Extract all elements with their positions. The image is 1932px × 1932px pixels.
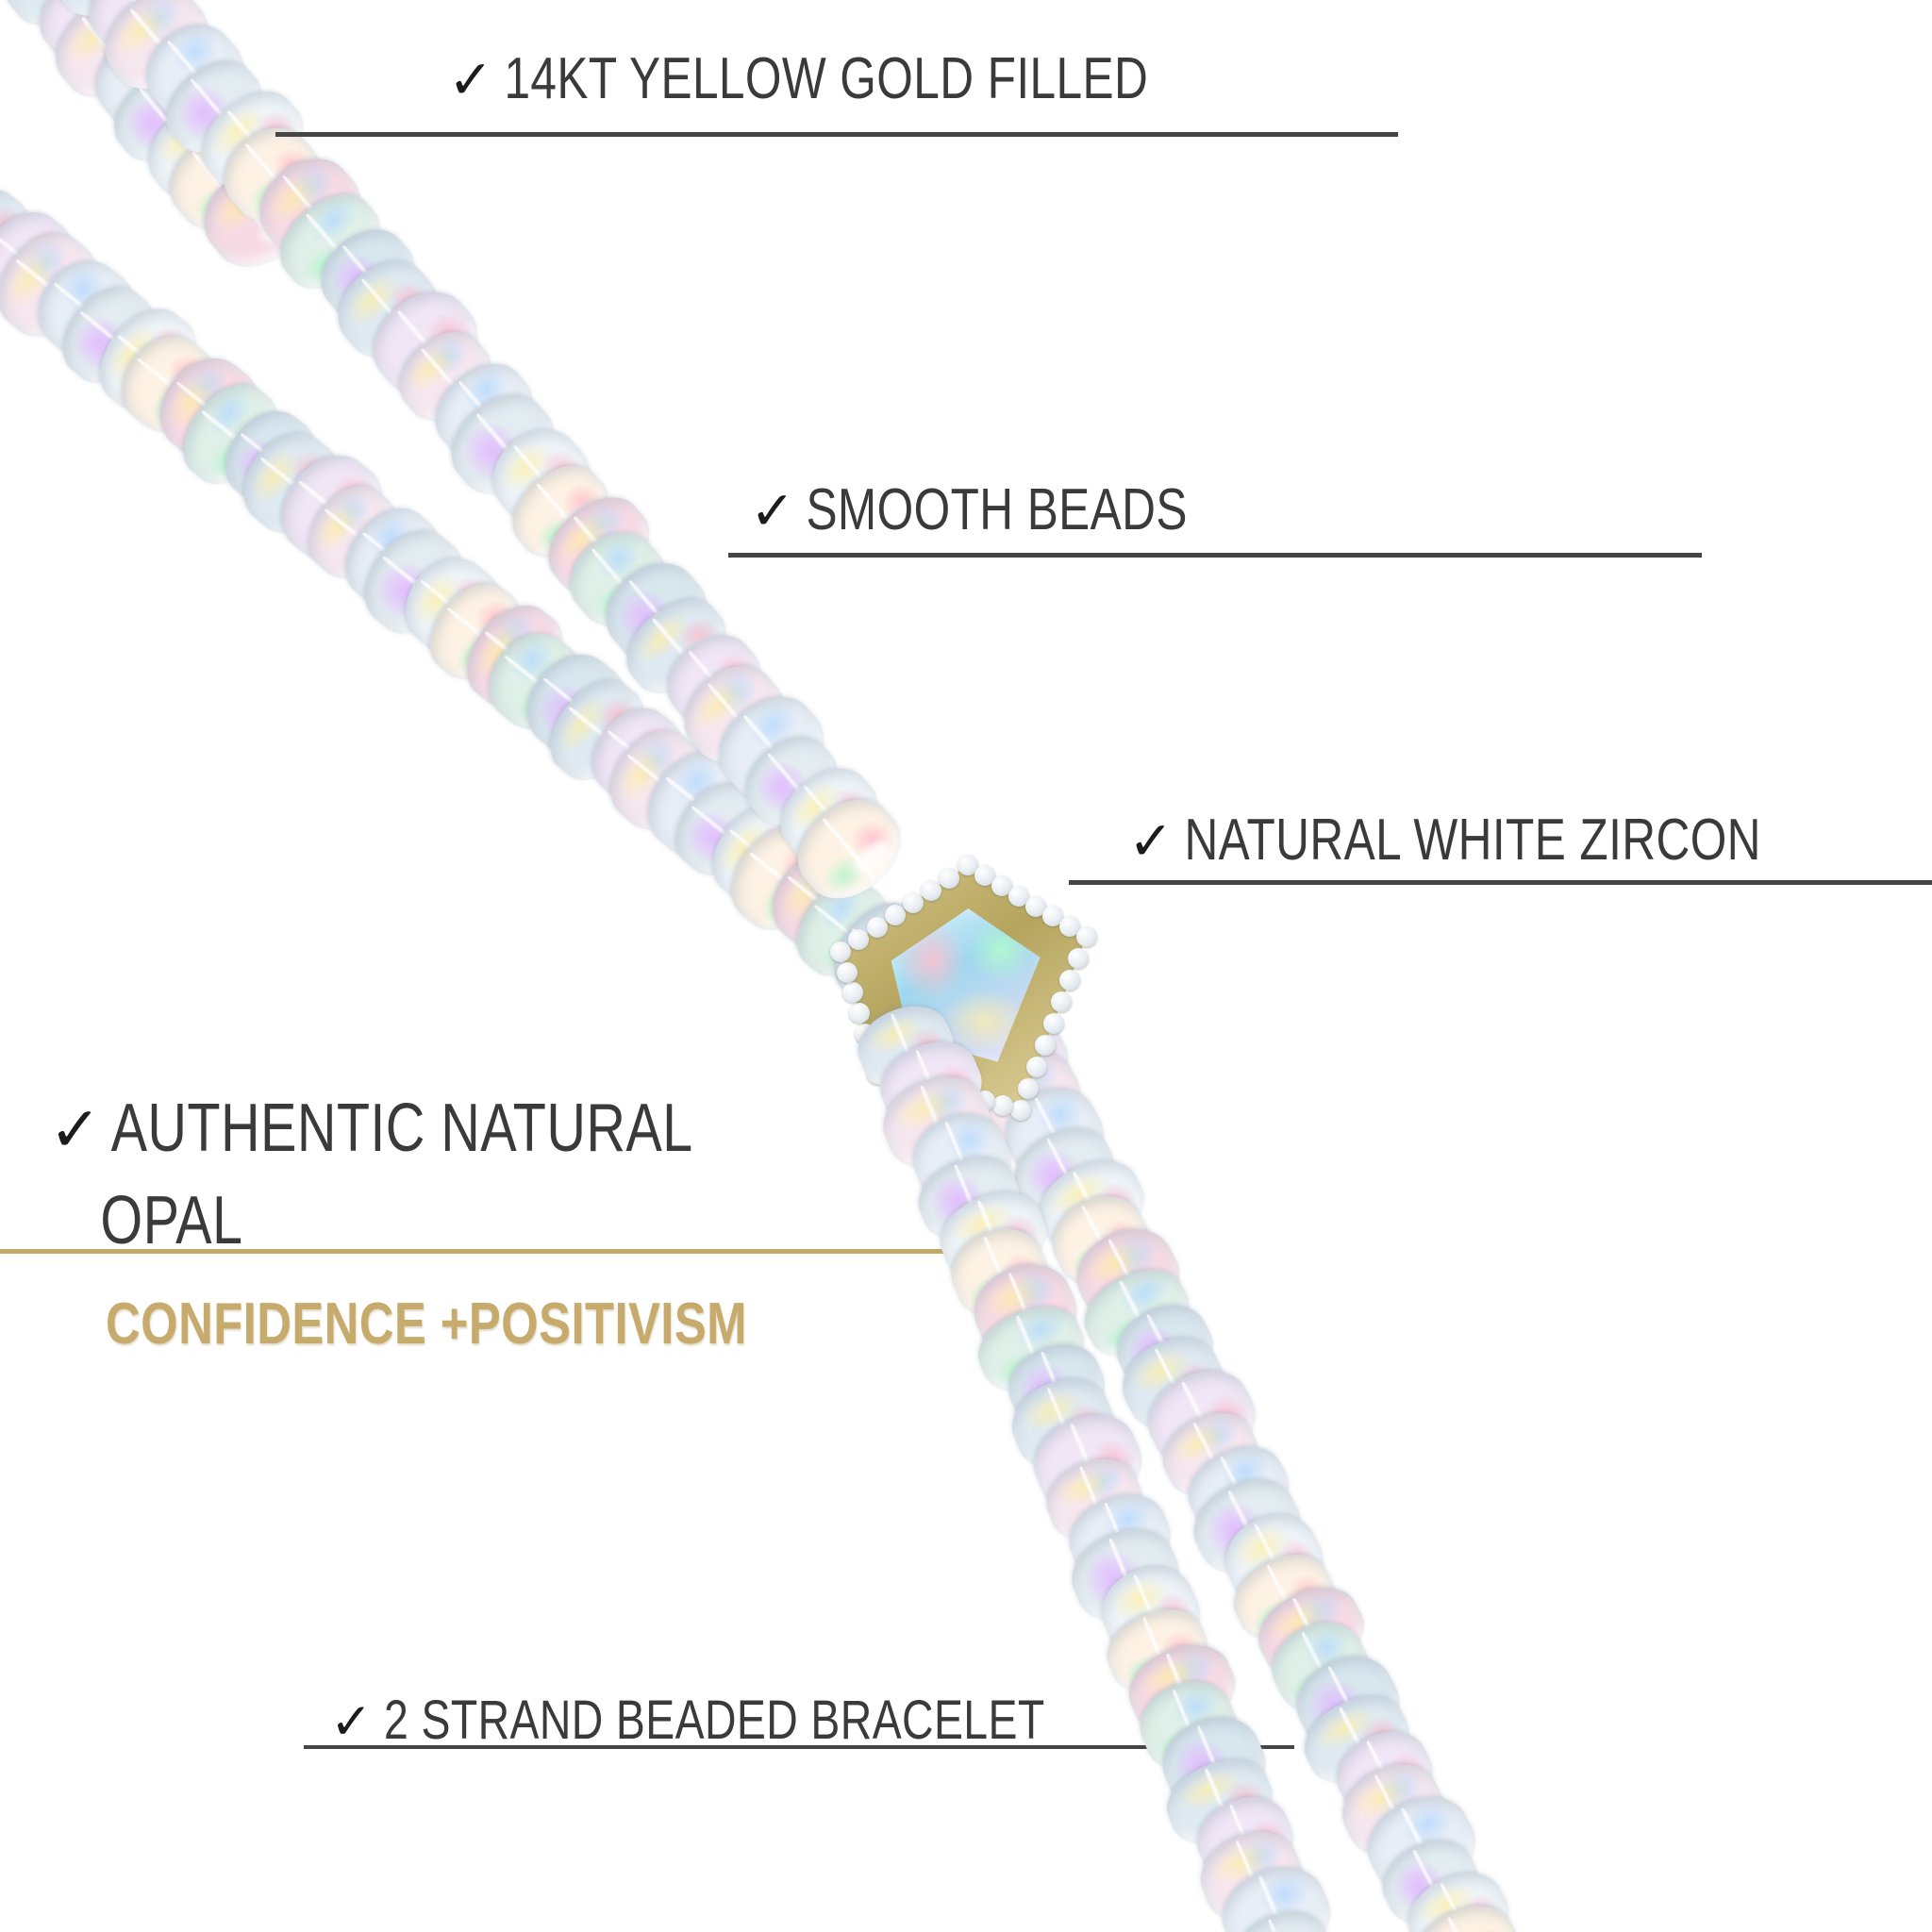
zircon-stone — [848, 1003, 870, 1024]
zircon-stone — [1041, 906, 1063, 927]
checkmark-icon: ✓ — [1128, 811, 1174, 872]
checkmark-icon: ✓ — [330, 1694, 374, 1750]
feature-label-opal: ✓AUTHENTIC NATURAL OPAL — [49, 1083, 854, 1266]
zircon-stone — [939, 867, 960, 889]
zircon-stone — [1018, 1077, 1040, 1099]
leader-line-opal-gold — [0, 1249, 964, 1254]
feature-label-zircon-text: NATURAL WHITE ZIRCON — [1184, 808, 1761, 873]
feature-label-strands-text: 2 STRAND BEADED BRACELET — [383, 1690, 1045, 1751]
zircon-stone — [884, 904, 906, 925]
feature-label-opal-line1: AUTHENTIC NATURAL — [110, 1091, 693, 1166]
zircon-stone — [1008, 885, 1029, 907]
leader-line-smooth — [728, 553, 1702, 558]
feature-label-strands: ✓2 STRAND BEADED BRACELET — [330, 1689, 1045, 1752]
zircon-stone — [1059, 969, 1081, 991]
zircon-stone — [842, 982, 864, 1004]
feature-label-smooth-text: SMOOTH BEADS — [806, 477, 1188, 542]
zircon-stone — [974, 865, 995, 887]
feature-label-gold-text: 14KT YELLOW GOLD FILLED — [504, 46, 1149, 111]
zircon-stone — [848, 929, 870, 951]
zircon-stone — [830, 941, 852, 963]
zircon-stone — [1024, 895, 1046, 917]
feature-label-zircon: ✓NATURAL WHITE ZIRCON — [1128, 807, 1761, 874]
zircon-stone — [903, 891, 924, 913]
leader-line-strands — [304, 1745, 1294, 1749]
zircon-stone — [1042, 1012, 1064, 1034]
zircon-stone — [957, 855, 978, 876]
leader-line-gold — [275, 132, 1398, 137]
leader-line-zircon — [1069, 880, 1932, 885]
checkmark-icon: ✓ — [448, 50, 494, 110]
feature-label-opal-line1-row: ✓AUTHENTIC NATURAL — [49, 1083, 693, 1175]
zircon-stone — [1058, 916, 1080, 938]
zircon-stone — [921, 879, 942, 901]
zircon-stone — [1034, 1034, 1056, 1056]
zircon-stone — [1067, 947, 1089, 969]
zircon-stone — [1075, 926, 1097, 947]
zircon-stone — [991, 875, 1012, 896]
checkmark-icon: ✓ — [49, 1095, 102, 1165]
zircon-stone — [1026, 1056, 1048, 1077]
zircon-stone — [1009, 1099, 1031, 1121]
zircon-stone — [866, 916, 888, 938]
feature-label-smooth: ✓SMOOTH BEADS — [750, 476, 1188, 543]
zircon-stone — [991, 1094, 1013, 1116]
tagline-text: CONFIDENCE +POSITIVISM — [106, 1291, 747, 1357]
feature-label-opal-line2: OPAL — [100, 1183, 243, 1258]
feature-label-gold: ✓14KT YELLOW GOLD FILLED — [448, 45, 1148, 112]
zircon-stone — [836, 961, 858, 983]
zircon-stone — [1051, 991, 1073, 1012]
checkmark-icon: ✓ — [750, 481, 796, 541]
